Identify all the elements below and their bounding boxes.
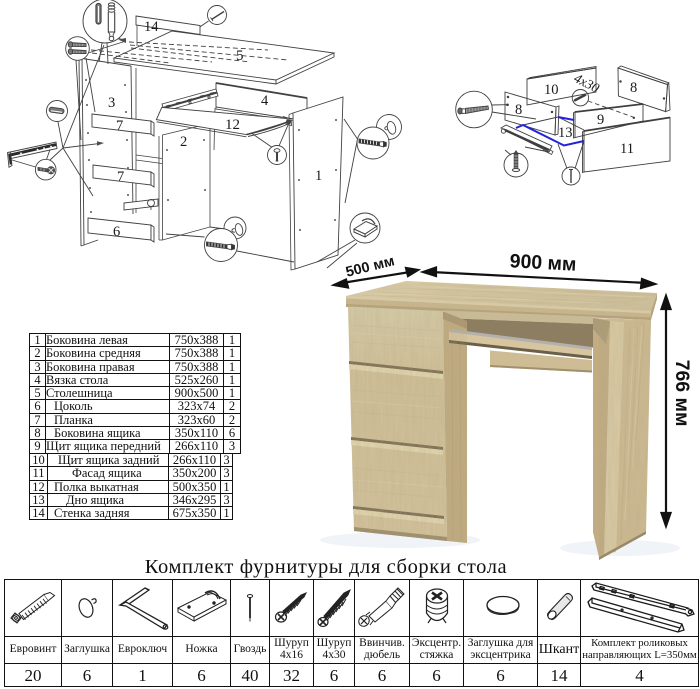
svg-text:5: 5 <box>236 48 244 64</box>
svg-text:4: 4 <box>261 93 269 109</box>
svg-text:11: 11 <box>620 141 634 157</box>
svg-text:10: 10 <box>544 82 559 98</box>
svg-text:7: 7 <box>116 118 123 134</box>
svg-text:14: 14 <box>144 19 159 35</box>
svg-text:1: 1 <box>315 168 322 184</box>
svg-text:13: 13 <box>558 125 573 141</box>
svg-text:7: 7 <box>117 169 124 185</box>
svg-text:500 мм: 500 мм <box>344 253 396 281</box>
svg-text:766 мм: 766 мм <box>671 360 693 427</box>
svg-text:8: 8 <box>515 102 522 118</box>
svg-text:3: 3 <box>108 95 115 111</box>
svg-text:9: 9 <box>597 112 604 128</box>
svg-text:8: 8 <box>630 80 637 96</box>
svg-text:4x30: 4x30 <box>572 70 602 95</box>
svg-text:12: 12 <box>225 117 240 133</box>
svg-text:2: 2 <box>180 134 187 150</box>
svg-text:900 мм: 900 мм <box>509 250 577 275</box>
svg-text:6: 6 <box>113 224 120 240</box>
